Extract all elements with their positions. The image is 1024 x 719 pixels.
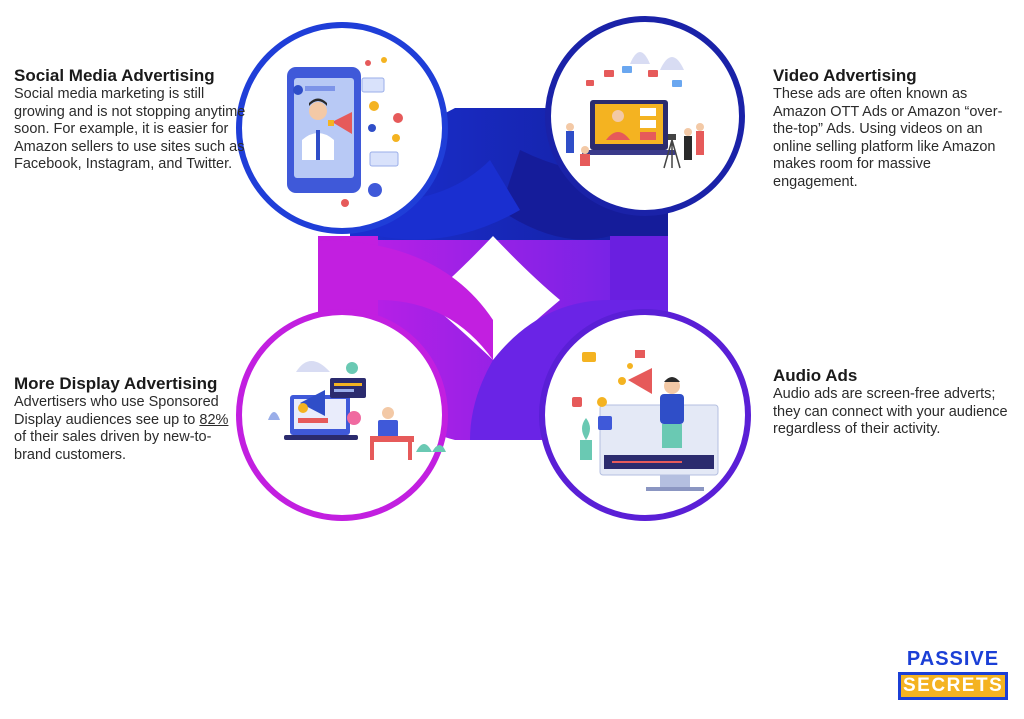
megaphone-icon-2 [300,390,325,416]
card-body-pre: Advertisers who use Sponsored Display au… [14,394,219,428]
card-body: Advertisers who use Sponsored Display au… [14,394,240,464]
card-video: Video Advertising These ads are often kn… [773,66,1019,191]
brand-logo: PASSIVE SECRETS [898,648,1008,700]
man-head [309,102,327,120]
card-body-post: of their sales driven by new-to-brand cu… [14,429,212,463]
card-audio: Audio Ads Audio ads are screen-free adve… [773,366,1013,439]
card-social-media: Social Media Advertising Social media ma… [14,66,246,174]
card-title: Social Media Advertising [14,66,215,85]
user-icon [368,183,382,197]
stat-highlight: 82% [199,411,229,428]
logo-line-2: SECRETS [898,672,1008,700]
card-title: Video Advertising [773,66,917,85]
circle-social [236,22,448,234]
circle-display [236,309,448,521]
card-body: Social media marketing is still growing … [14,86,246,172]
circle-audio [539,309,751,521]
circle-video [545,16,745,216]
like-icon [369,101,379,111]
connector-sweep-left [318,240,493,360]
megaphone-icon [332,112,352,134]
megaphone-icon-3 [628,368,652,394]
card-body: These ads are often known as Amazon OTT … [773,86,1003,190]
card-title: More Display Advertising [14,374,218,393]
logo-line-1: PASSIVE [906,648,1000,670]
card-body: Audio ads are screen-free adverts; they … [773,386,1008,437]
card-display: More Display Advertising Advertisers who… [14,374,240,464]
card-title: Audio Ads [773,366,858,385]
